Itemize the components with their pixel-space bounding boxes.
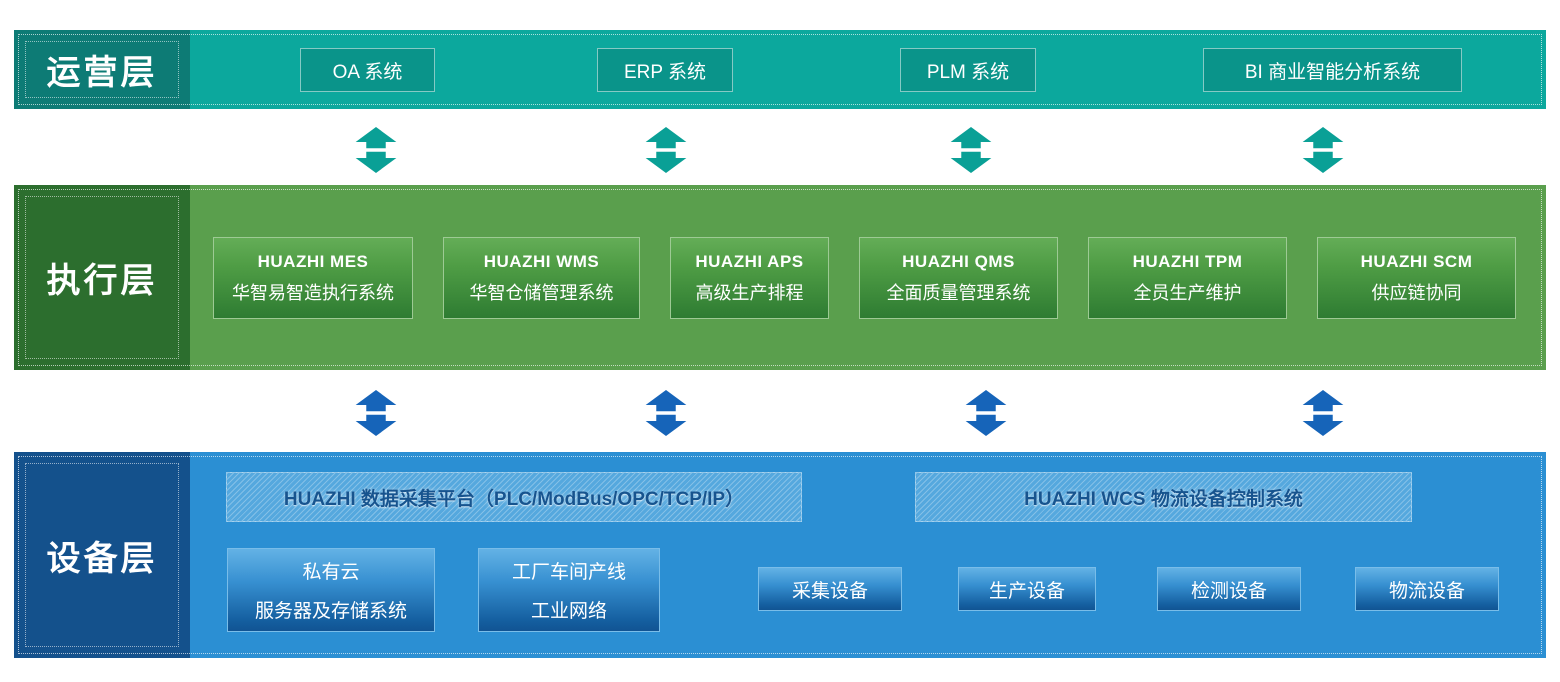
system-name: HUAZHI WMS xyxy=(483,251,600,271)
up-down-arrow-icon xyxy=(1300,390,1346,436)
up-down-arrow-icon xyxy=(353,127,399,173)
system-name: HUAZHI SCM xyxy=(1360,251,1473,271)
up-down-arrow-icon xyxy=(643,390,689,436)
system-name: HUAZHI APS xyxy=(695,251,804,271)
system-desc: 华智仓储管理系统 xyxy=(469,282,614,303)
execution-layer-label-text: 执行层 xyxy=(46,262,158,300)
oa-system-box: OA 系统 xyxy=(300,48,435,92)
system-name: HUAZHI TPM xyxy=(1132,251,1243,271)
up-down-arrow-icon xyxy=(1300,127,1346,173)
logistics-device-box: 物流设备 xyxy=(1355,567,1499,611)
system-desc: 华智易智造执行系统 xyxy=(232,282,394,303)
system-desc: 全面质量管理系统 xyxy=(886,282,1031,303)
bi-system-box: BI 商业智能分析系统 xyxy=(1203,48,1462,92)
infra-line1: 私有云 xyxy=(302,562,360,583)
huazhi-qms-box: HUAZHI QMS 全面质量管理系统 xyxy=(859,237,1058,319)
infra-line1: 工厂车间产线 xyxy=(511,562,626,583)
up-down-arrow-icon xyxy=(643,127,689,173)
system-name: HUAZHI QMS xyxy=(902,251,1015,271)
up-down-arrow-icon xyxy=(353,390,399,436)
factory-network-box: 工厂车间产线 工业网络 xyxy=(478,548,660,632)
operations-layer-label: 运营层 xyxy=(14,30,190,109)
operations-layer-label-text: 运营层 xyxy=(46,54,158,92)
execution-layer-band: 执行层 HUAZHI MES 华智易智造执行系统 HUAZHI WMS 华智仓储… xyxy=(14,185,1546,370)
up-down-arrow-icon xyxy=(963,390,1009,436)
production-device-box: 生产设备 xyxy=(958,567,1096,611)
system-name: HUAZHI MES xyxy=(257,251,369,271)
huazhi-wms-box: HUAZHI WMS 华智仓储管理系统 xyxy=(443,237,640,319)
infra-line2: 服务器及存储系统 xyxy=(254,601,407,622)
system-desc: 高级生产排程 xyxy=(695,282,804,303)
huazhi-tpm-box: HUAZHI TPM 全员生产维护 xyxy=(1088,237,1287,319)
private-cloud-box: 私有云 服务器及存储系统 xyxy=(227,548,435,632)
device-layer-label: 设备层 xyxy=(14,452,190,658)
system-desc: 供应链协同 xyxy=(1371,282,1462,303)
device-layer-label-text: 设备层 xyxy=(46,539,158,578)
huazhi-mes-box: HUAZHI MES 华智易智造执行系统 xyxy=(213,237,413,319)
execution-layer-label: 执行层 xyxy=(14,185,190,370)
inspection-device-box: 检测设备 xyxy=(1157,567,1301,611)
erp-system-box: ERP 系统 xyxy=(597,48,733,92)
collection-device-box: 采集设备 xyxy=(758,567,902,611)
wcs-platform-banner: HUAZHI WCS 物流设备控制系统 xyxy=(915,472,1412,522)
huazhi-scm-box: HUAZHI SCM 供应链协同 xyxy=(1317,237,1516,319)
data-collection-platform-banner: HUAZHI 数据采集平台（PLC/ModBus/OPC/TCP/IP） xyxy=(226,472,802,522)
up-down-arrow-icon xyxy=(948,127,994,173)
system-desc: 全员生产维护 xyxy=(1133,282,1242,303)
device-layer-band: 设备层 HUAZHI 数据采集平台（PLC/ModBus/OPC/TCP/IP）… xyxy=(14,452,1546,658)
infra-line2: 工业网络 xyxy=(530,601,607,622)
huazhi-aps-box: HUAZHI APS 高级生产排程 xyxy=(670,237,829,319)
plm-system-box: PLM 系统 xyxy=(900,48,1036,92)
operations-layer-band: 运营层 OA 系统 ERP 系统 PLM 系统 BI 商业智能分析系统 xyxy=(14,30,1546,109)
